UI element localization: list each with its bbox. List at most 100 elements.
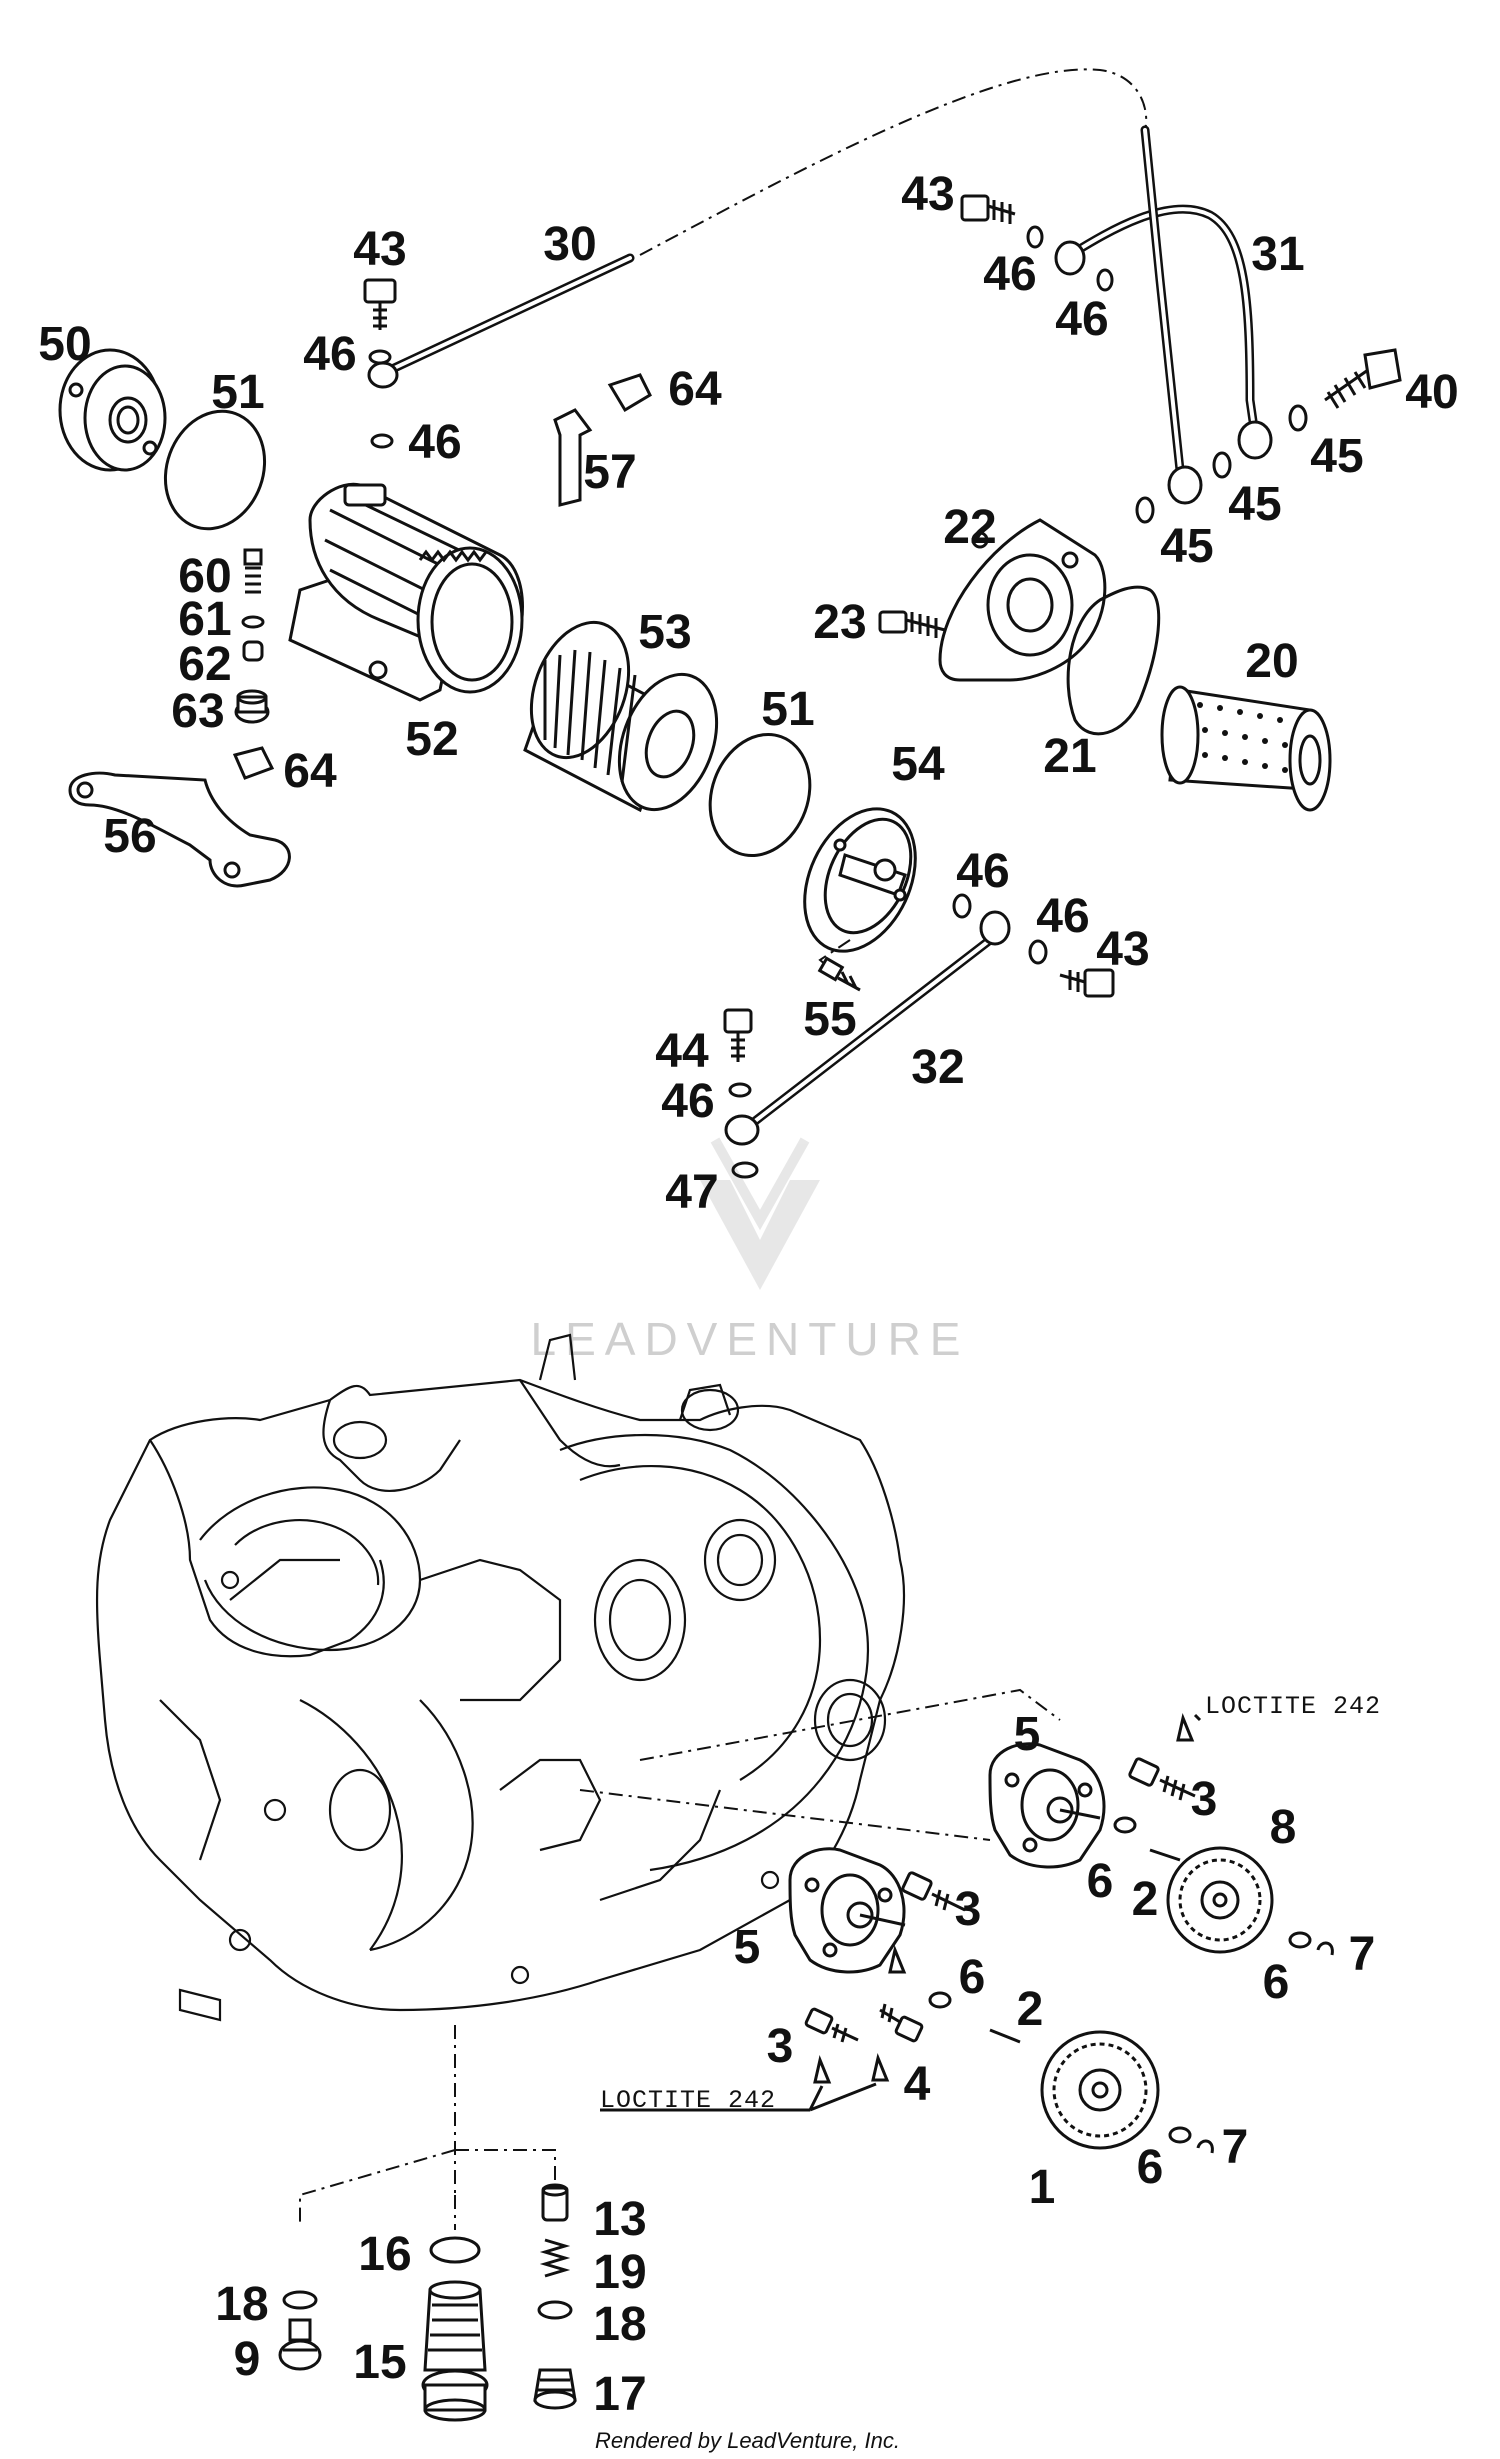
callout-3: 3 — [767, 2020, 794, 2073]
loctite-leader — [600, 2082, 877, 2112]
washer-47 — [731, 1161, 759, 1179]
leader-line — [299, 2025, 556, 2230]
render-credit: Rendered by LeadVenture, Inc. — [595, 2428, 900, 2453]
plug-63 — [234, 689, 270, 724]
washer-46 — [1028, 939, 1048, 965]
washer-46 — [728, 1082, 752, 1098]
callout-46: 46 — [408, 416, 461, 469]
washer-45 — [1288, 404, 1308, 432]
washer-46 — [1096, 268, 1114, 292]
callout-50: 50 — [38, 318, 91, 371]
callout-22: 22 — [943, 501, 996, 554]
callout-46: 46 — [661, 1075, 714, 1128]
drain-plug-9 — [278, 2318, 322, 2371]
washer-18 — [282, 2290, 318, 2310]
callout-4: 4 — [904, 2058, 931, 2111]
sleeve-62 — [242, 640, 264, 662]
callout-5: 5 — [734, 1921, 761, 1974]
callout-7: 7 — [1222, 2121, 1249, 2174]
plate-56 — [68, 771, 291, 888]
bolt-4 — [879, 2003, 924, 2043]
callout-3: 3 — [955, 1883, 982, 1936]
loctite-drop — [813, 2055, 832, 2084]
callout-47: 47 — [665, 1166, 718, 1219]
bolt-3 — [901, 1871, 966, 1912]
callout-51: 51 — [211, 366, 264, 419]
callout-17: 17 — [593, 2368, 646, 2421]
o-ring-16 — [429, 2236, 481, 2264]
callout-46: 46 — [983, 248, 1036, 301]
callout-46: 46 — [1036, 890, 1089, 943]
leader-line — [639, 68, 1148, 256]
callout-46: 46 — [1055, 293, 1108, 346]
callout-16: 16 — [358, 2228, 411, 2281]
pump-housing-5 — [988, 1742, 1106, 1869]
gasket-21 — [1066, 585, 1161, 736]
bolt-55 — [817, 956, 861, 992]
callout-9: 9 — [234, 2333, 261, 2386]
callout-45: 45 — [1310, 430, 1363, 483]
callout-6: 6 — [959, 1951, 986, 2004]
callout-1: 1 — [1029, 2161, 1056, 2214]
callout-13: 13 — [593, 2193, 646, 2246]
screw-60 — [243, 548, 263, 594]
banjo-bolt-43 — [960, 194, 1016, 224]
callout-8: 8 — [1270, 1801, 1297, 1854]
callout-19: 19 — [593, 2246, 646, 2299]
loctite-drop — [888, 1945, 907, 1974]
callout-56: 56 — [103, 810, 156, 863]
callout-54: 54 — [891, 738, 945, 791]
clip-7 — [1316, 1941, 1334, 1956]
callout-64: 64 — [283, 745, 337, 798]
callout-63: 63 — [171, 685, 224, 738]
callout-23: 23 — [813, 596, 866, 649]
oil-line-32 — [724, 910, 1011, 1146]
callout-45: 45 — [1160, 520, 1213, 573]
plug-17 — [533, 2368, 577, 2410]
callout-6: 6 — [1137, 2141, 1164, 2194]
washer-18 — [537, 2300, 573, 2320]
bracket-57 — [553, 408, 593, 507]
callout-64: 64 — [668, 363, 722, 416]
callout-6: 6 — [1087, 1855, 1114, 1908]
bolt-23 — [878, 610, 946, 638]
o-ring-51 — [163, 409, 267, 531]
banjo-bolt-43 — [363, 278, 397, 330]
loctite-drop — [1176, 1713, 1195, 1742]
loctite-note: LOCTITE 242 — [1205, 1692, 1381, 1721]
clip-7 — [1196, 2139, 1214, 2154]
callout-40: 40 — [1405, 366, 1458, 419]
callout-18: 18 — [215, 2278, 268, 2331]
bolt-3 — [804, 2007, 859, 2043]
callout-5: 5 — [1014, 1708, 1041, 1761]
filter-cover-50 — [58, 348, 167, 472]
leader-line — [579, 1789, 991, 1841]
callout-45: 45 — [1228, 478, 1281, 531]
callout-15: 15 — [353, 2336, 406, 2389]
watermark-logo — [700, 1137, 820, 1290]
pin-2 — [989, 2028, 1021, 2044]
callout-6: 6 — [1263, 1956, 1290, 2009]
callout-44: 44 — [655, 1025, 709, 1078]
callout-52: 52 — [405, 713, 458, 766]
callout-51: 51 — [761, 683, 814, 736]
callout-31: 31 — [1251, 228, 1304, 281]
bolt-3 — [1128, 1757, 1196, 1801]
banjo-bolt-44 — [723, 1008, 753, 1062]
callout-57: 57 — [583, 446, 636, 499]
strainer-15 — [421, 2280, 489, 2422]
banjo-bolt-43 — [1059, 968, 1115, 998]
oil-line-31 — [1054, 125, 1273, 505]
filter-cartridge-20 — [1160, 685, 1332, 812]
washer-61 — [241, 615, 265, 629]
callout-61: 61 — [178, 593, 231, 646]
callout-43: 43 — [1096, 923, 1149, 976]
washer-6 — [928, 1991, 952, 2009]
callout-18: 18 — [593, 2298, 646, 2351]
washer-45 — [1212, 451, 1232, 479]
loctite-note: LOCTITE 242 — [600, 2086, 776, 2115]
sleeve-13 — [541, 2183, 569, 2222]
washer-6 — [1113, 1816, 1137, 1834]
callout-60: 60 — [178, 550, 231, 603]
spring-19 — [539, 2238, 571, 2278]
